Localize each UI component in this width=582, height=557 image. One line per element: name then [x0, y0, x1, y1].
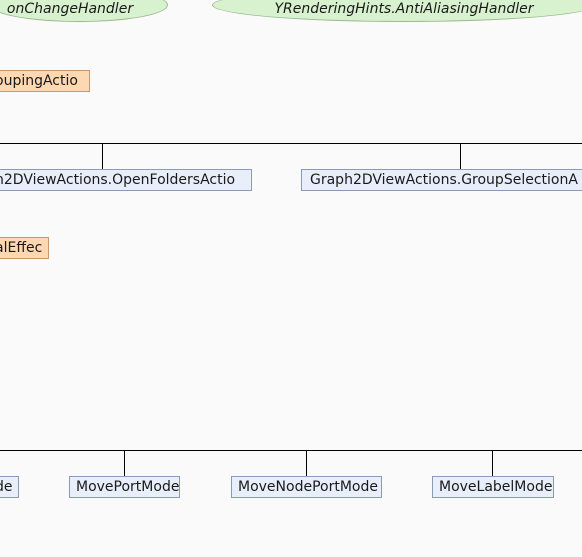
modes-connector-2 — [306, 450, 307, 476]
interface-label: YRenderingHints.AntiAliasingHandler — [274, 1, 534, 17]
modes-connector-1 — [124, 450, 125, 476]
interface-node-change-handler: onChangeHandler — [0, 0, 168, 22]
effect-node: alEffec — [0, 237, 49, 259]
modes-connector-3 — [492, 450, 493, 476]
interface-antialiasing-handler: YRenderingHints.AntiAliasingHandler — [212, 0, 582, 22]
actions-connector-horizontal — [0, 143, 582, 144]
actions-connector-right — [460, 143, 461, 169]
open-folders-action-node: h2DViewActions.OpenFoldersActio — [0, 169, 252, 191]
interface-label: onChangeHandler — [6, 1, 134, 17]
group-selection-action-node: Graph2DViewActions.GroupSelectionA — [301, 169, 582, 191]
grouping-action-node: oupingActio — [0, 70, 90, 92]
modes-connector-horizontal — [0, 450, 582, 451]
actions-connector-left — [102, 143, 103, 169]
move-port-mode-node: MovePortMode — [69, 476, 180, 498]
move-node-port-mode-node: MoveNodePortMode — [231, 476, 382, 498]
partial-mode-node: de — [0, 476, 19, 498]
move-label-mode-node: MoveLabelMode — [432, 476, 554, 498]
